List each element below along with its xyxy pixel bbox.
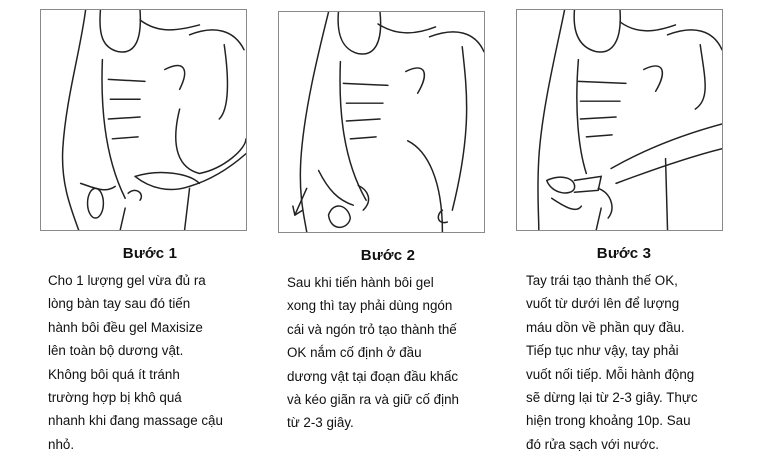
step-2-title: Bước 2 [360, 247, 416, 264]
step-1-illustration [40, 9, 247, 231]
step-1-title: Bước 1 [122, 245, 178, 262]
step-2-description: Sau khi tiến hành bôi gel xong thì tay p… [287, 275, 459, 431]
step-3-description: Tay trái tạo thành thế OK, vuốt từ dưới … [526, 273, 698, 452]
torso-line-drawing-icon [292, 12, 484, 232]
step-3-illustration [516, 9, 723, 231]
torso-line-drawing-icon [61, 10, 246, 230]
step-1-description: Cho 1 lượng gel vừa đủ ra lòng bàn tay s… [48, 273, 223, 452]
step-3-title: Bước 3 [596, 245, 652, 262]
step-2-illustration [278, 11, 485, 233]
torso-line-drawing-icon [537, 10, 722, 230]
